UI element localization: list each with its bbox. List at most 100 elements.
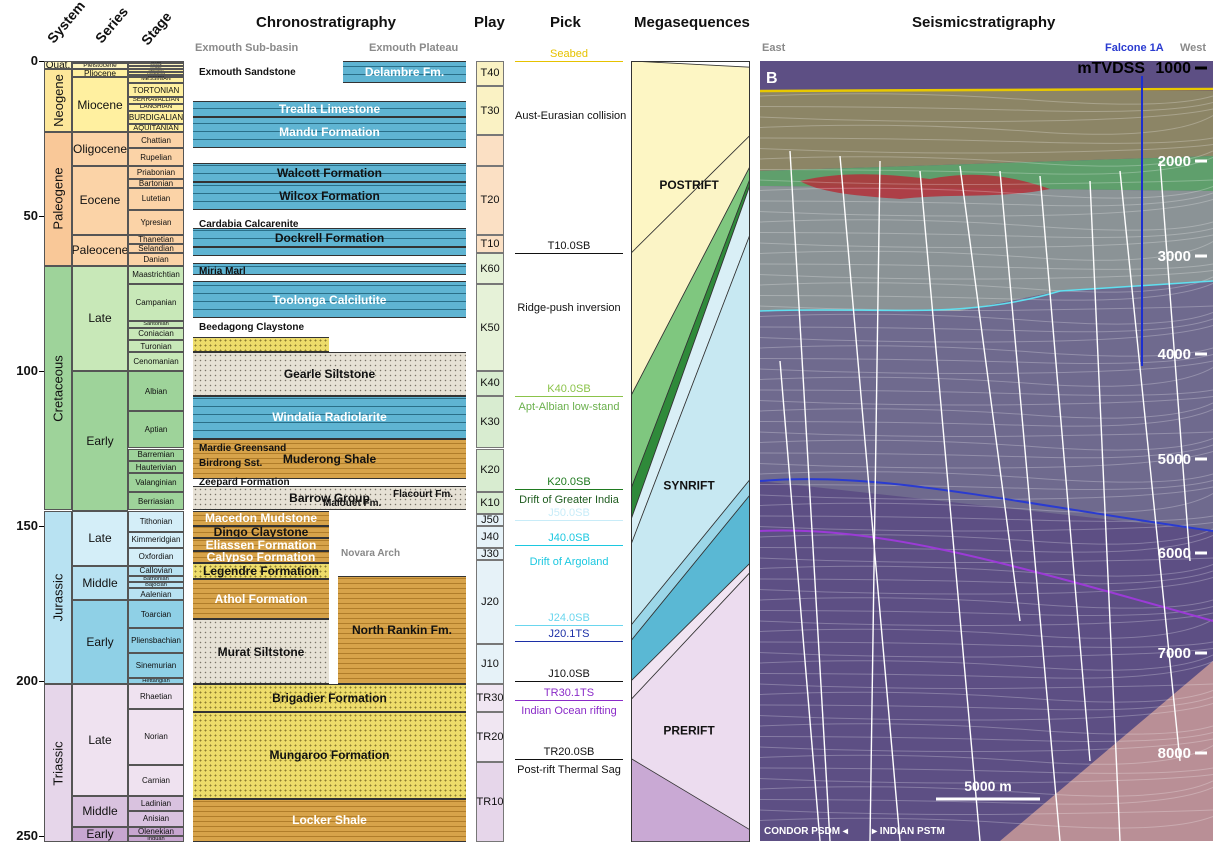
chrono-label: Cardabia Calcarenite [199,219,299,231]
chrono-label: Beedagong Claystone [199,321,305,333]
stage-cell: Pliensbachian [128,628,184,654]
stage-cell: Ypresian [128,209,184,235]
system-label: Paleogene [50,167,66,231]
pick-label: Aust-Eurasian collision [515,109,627,122]
play-cell: T30 [476,85,504,136]
time-tick-label: 200 [16,673,38,688]
time-tick-label: 150 [16,518,38,533]
seis-reflector [760,283,1213,301]
pick-label: TR30.1TS [543,686,595,699]
stage-cell: Oxfordian [128,547,184,567]
chrono-label: Malouet Fm. [323,498,382,510]
stage-cell: Santonian [128,321,184,328]
chrono-unit: Mandu Formation [193,116,466,148]
chrono-unit: Windalia Radiolarite [193,395,466,440]
seis-fault [1089,180,1121,841]
stage-cell: Tithonian [128,510,184,533]
series-cell: Early [72,826,128,843]
seis-depth-title: mTVDSS [1077,61,1145,77]
chrono-left-subheader: Exmouth Sub-basin [195,42,299,54]
chrono-label: Exmouth Sandstone [199,67,296,79]
chrono-unit [193,336,329,353]
seis-reflector [760,471,1213,483]
stage-cell: Danian [128,253,184,266]
seis-reflector [760,732,1213,742]
seis-reflector [760,809,1213,815]
seis-reflector [760,528,1213,545]
seis-depth-label: 3000 [1158,248,1191,265]
seis-reflector [760,612,1213,626]
seis-reflector [760,570,1213,585]
seis-reflector [760,241,1213,261]
pick-label: J20.1TS [548,627,590,640]
stage-cell: Thanetian [128,234,184,244]
pick-label: Ridge-push inversion [517,301,621,314]
megasequences-header: Megasequences [634,14,750,31]
seis-horizon [760,280,1213,312]
stage-cell: Coniacian [128,327,184,340]
play-cell: T40 [476,61,504,86]
stage-cell: BURDIGALIAN [128,110,184,125]
seis-reflector [760,325,1213,343]
stage-cell: Kimmeridgian [128,532,184,548]
play-header: Play [474,14,505,31]
seis-reflector [760,219,1213,231]
chrono-unit: Trealla Limestone [193,101,466,117]
seis-reflector [760,108,1213,122]
seis-reflector [760,745,1213,765]
pick-line [515,699,623,701]
seis-reflector [760,535,1213,553]
stage-cell: Toarcian [128,600,184,629]
stage-cell: Callovian [128,566,184,576]
seis-reflector [760,367,1213,387]
chrono-label: Birdrong Sst. [199,458,263,469]
seis-reflector [760,619,1213,639]
series-cell: Late [72,510,128,567]
play-cell: K50 [476,284,504,371]
seis-foot-left: CONDOR PSDM ◂ [764,826,849,837]
seis-fault [1159,160,1191,562]
seis-reflector [760,270,1213,280]
seis-reflector [760,774,1213,784]
chrono-unit: Barrow Group [193,485,466,511]
seis-fault [1119,170,1181,762]
chrono-unit [193,262,466,275]
series-cell: Holocene [72,61,128,63]
seis-reflector [760,522,1213,532]
system-cell: Triassic [44,684,72,843]
seis-reflector [760,179,1213,185]
seis-depth-label: 5000 [1158,451,1191,468]
stage-cell: Chattian [128,132,184,148]
system-cell: Neogene [44,69,72,133]
seis-reflector [760,606,1213,616]
seis-reflector [760,312,1213,325]
seis-reflector [760,493,1213,513]
pick-line [515,681,623,682]
series-cell: Paleocene [72,234,128,266]
series-cell: Miocene [72,77,128,133]
system-label: Quat. [45,61,71,70]
seis-reflector [760,115,1213,135]
stage-header: Stage [137,8,175,49]
pick-label: Drift of Greater India [519,494,619,507]
pick-line [515,253,623,255]
pick-label: J10.0SB [548,668,590,680]
seis-depth-label: 8000 [1158,745,1191,762]
seis-reflector [760,228,1213,238]
seis-fault [1039,175,1091,762]
chrono-unit: Gearle Siltstone [193,352,466,396]
system-label: Neogene [50,74,66,128]
chrono-unit [193,247,466,257]
series-cell: Middle [72,795,128,827]
chrono-label: Zeepard Formation [199,476,290,488]
play-cell: K40 [476,371,504,396]
stage-cell: Cenomanian [128,352,184,371]
seis-reflector [760,480,1213,490]
chrono-unit: Murat Siltstone [193,619,329,685]
pick-label: TR20.0SB [543,745,595,758]
play-cell [476,135,504,167]
play-cell: TR30 [476,684,504,712]
